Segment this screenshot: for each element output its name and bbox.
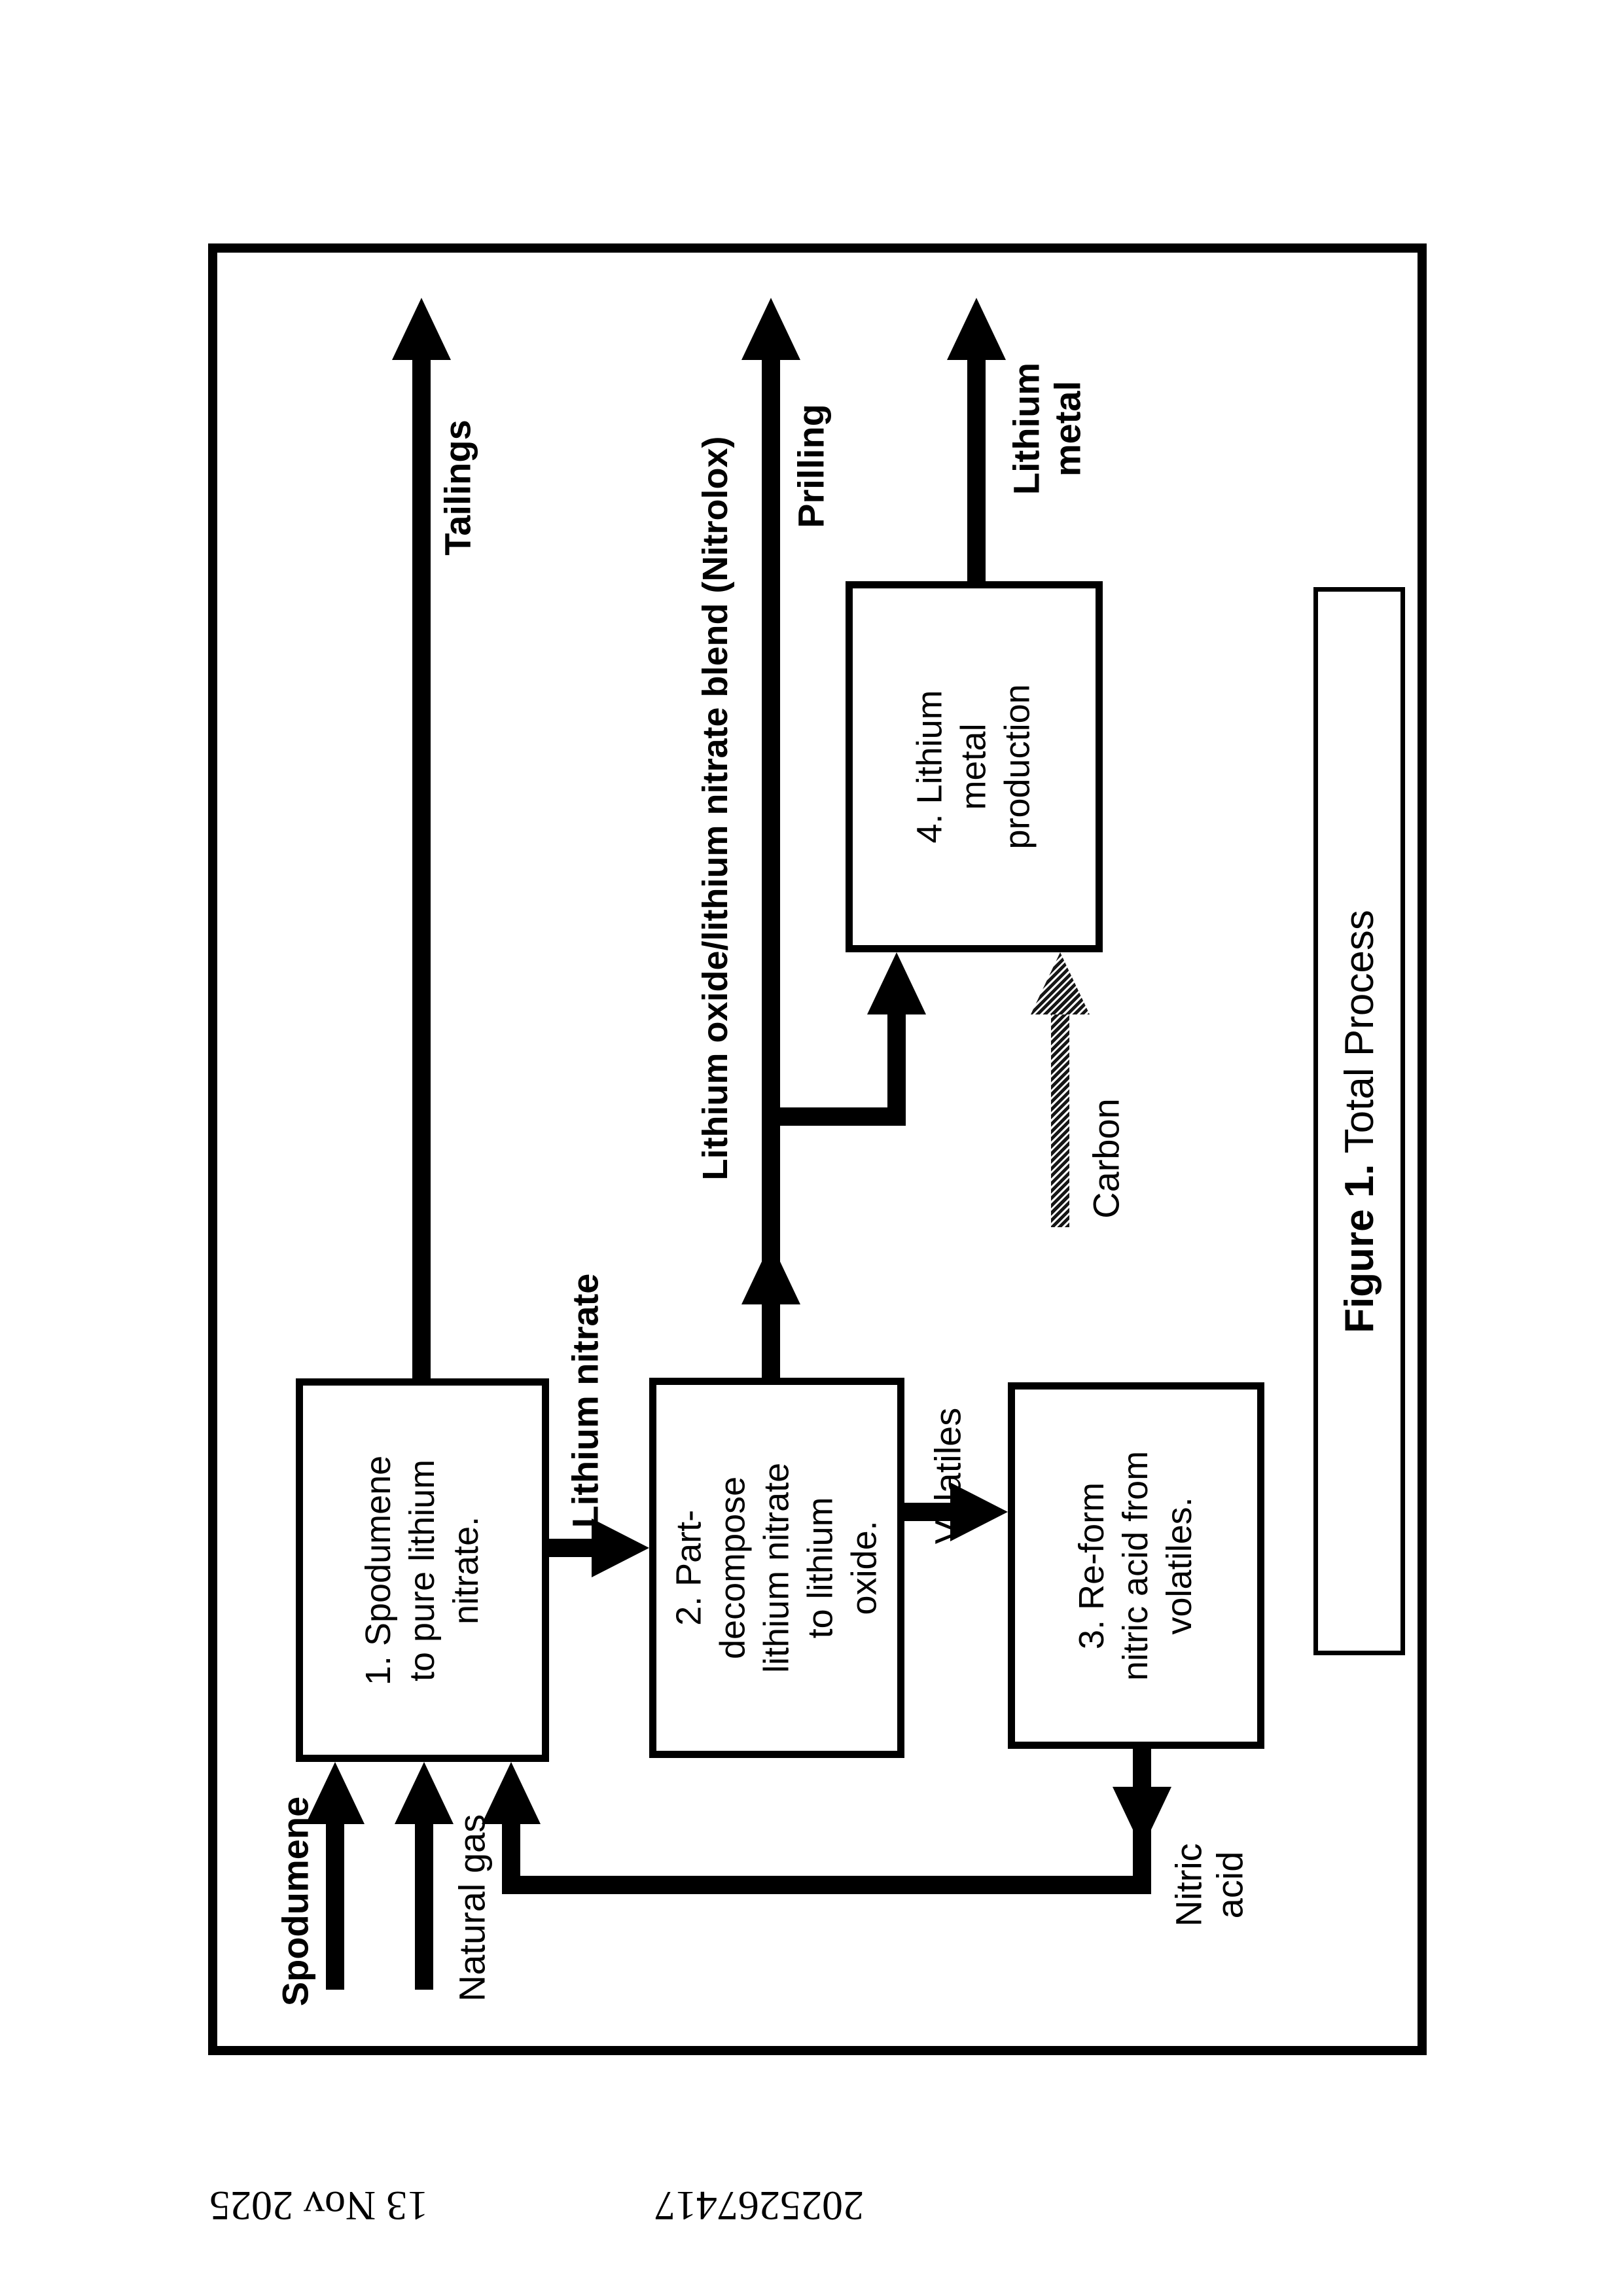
process-box-1: 1. Spodumene to pure lithium nitrate. [296,1378,549,1762]
process-box-3-label: 3. Re-form nitric acid from volatiles. [1072,1450,1200,1681]
carbon-label: Carbon [1085,1098,1127,1219]
arrow-up-icon [947,298,1006,360]
natural-gas-arrow-shaft [415,1823,433,1990]
figure-caption-box: Figure 1. Total Process [1313,587,1405,1655]
natural-gas-label: Natural gas [451,1814,493,2002]
arrow-up-icon [741,1242,800,1304]
nitric-acid-label: Nitric acid [1168,1843,1250,1927]
figure-number: Figure 1. [1336,1163,1382,1333]
process-box-1-label: 1. Spodumene to pure lithium nitrate. [359,1455,486,1685]
arrow-up-icon [482,1762,541,1824]
tailings-label: Tailings [437,420,478,556]
application-number: 2025267417 [654,2183,864,2229]
arrow-down-icon [1113,1787,1171,1849]
lithium-nitrate-arrow-shaft [549,1539,595,1557]
prilling-label: Prilling [790,404,832,528]
branch-vertical-shaft [887,1011,906,1126]
arrow-up-icon [306,1762,365,1824]
carbon-arrow-shaft [1051,1011,1069,1227]
process-box-4-label: 4. Lithium metal production [910,684,1037,850]
recycle-up-shaft [502,1820,520,1885]
arrow-up-icon [867,952,926,1014]
arrow-up-icon [392,298,451,360]
spodumene-label: Spodumene [274,1796,316,2007]
application-date: 13 Nov 2025 [209,2183,429,2229]
nitrolox-label: Lithium oxide/lithium nitrate blend (Nit… [695,436,735,1181]
process-box-4: 4. Lithium metal production [846,581,1103,952]
lithium-metal-arrow-shaft [967,357,986,581]
lithium-metal-label: Lithium metal [1005,362,1088,495]
recycle-horizontal-shaft [502,1876,1151,1894]
process-box-2: 2. Part- decompose lithium nitrate to li… [649,1378,904,1758]
arrow-right-icon [592,1518,649,1577]
lithium-nitrate-label: Lithium nitrate [564,1273,606,1528]
figure-caption: Figure 1. Total Process [1336,910,1383,1333]
nitrolox-line-shaft [762,357,780,1378]
volatiles-label: Volatiles [927,1407,969,1545]
figure-title: Total Process [1336,909,1382,1164]
branch-horizontal-shaft [762,1107,906,1126]
arrow-up-icon [741,298,800,360]
arrow-up-icon [395,1762,454,1824]
process-box-3: 3. Re-form nitric acid from volatiles. [1008,1382,1264,1749]
application-stamp: 2025267417 13 Nov 2025 [209,2179,864,2232]
volatiles-arrow-shaft [904,1503,954,1521]
tailings-arrow-shaft [412,357,431,1378]
process-box-2-label: 2. Part- decompose lithium nitrate to li… [669,1462,884,1674]
spodumene-arrow-shaft [326,1823,344,1990]
arrow-right-icon [950,1482,1008,1541]
